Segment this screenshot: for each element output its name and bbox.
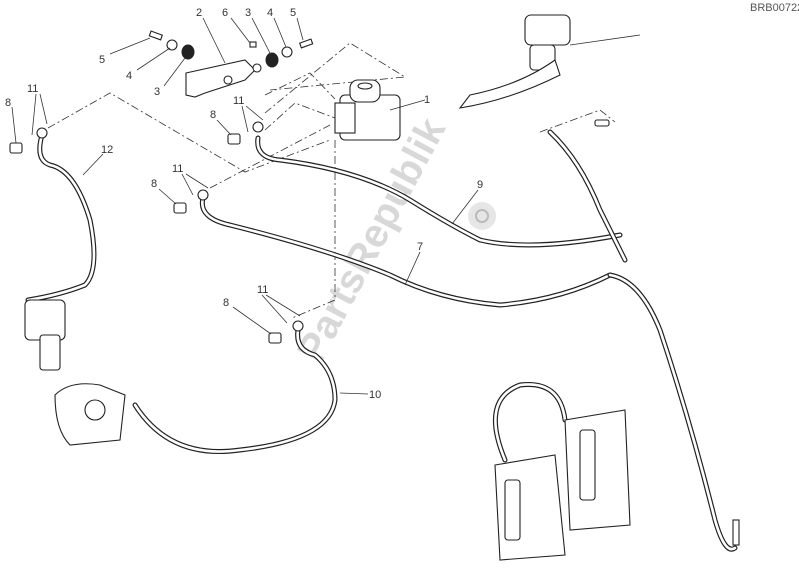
gear-icon	[468, 202, 496, 230]
callout: 9	[477, 179, 483, 191]
callout-labels: 2 6 3 4 5 5 4 3 1 11 8 12 11 8 11 8 9 7 …	[5, 7, 483, 401]
callout: 12	[101, 144, 113, 156]
callout: 11	[257, 284, 268, 296]
brake-hoses	[25, 129, 738, 552]
front-master-cylinder	[458, 14, 641, 109]
callout: 5	[290, 7, 296, 19]
callout: 11	[172, 163, 183, 175]
callout: 2	[196, 7, 202, 19]
leader-lines	[11, 17, 479, 395]
callout: 5	[99, 54, 105, 66]
callout: 4	[267, 7, 273, 19]
abs-unit	[334, 79, 401, 141]
callout: 10	[369, 389, 381, 401]
callout: 4	[126, 70, 132, 82]
callout: 8	[210, 109, 216, 121]
callout: 3	[245, 7, 251, 19]
callout: 6	[222, 7, 228, 19]
callout: 8	[5, 97, 11, 109]
callout: 7	[417, 241, 423, 253]
rear-caliper	[24, 299, 126, 446]
callout: 8	[223, 297, 229, 309]
watermark: PartsRepublik	[289, 110, 496, 369]
diagram-code: BRB00722	[750, 2, 799, 14]
front-calipers	[494, 409, 631, 561]
callout: 11	[27, 83, 38, 95]
callout: 3	[154, 86, 160, 98]
mounting-bracket	[185, 59, 262, 98]
svg-text:PartsRepublik: PartsRepublik	[289, 110, 454, 369]
callout: 1	[424, 94, 430, 106]
fasteners	[9, 30, 740, 546]
callout: 8	[151, 178, 157, 190]
callout: 11	[233, 95, 244, 107]
